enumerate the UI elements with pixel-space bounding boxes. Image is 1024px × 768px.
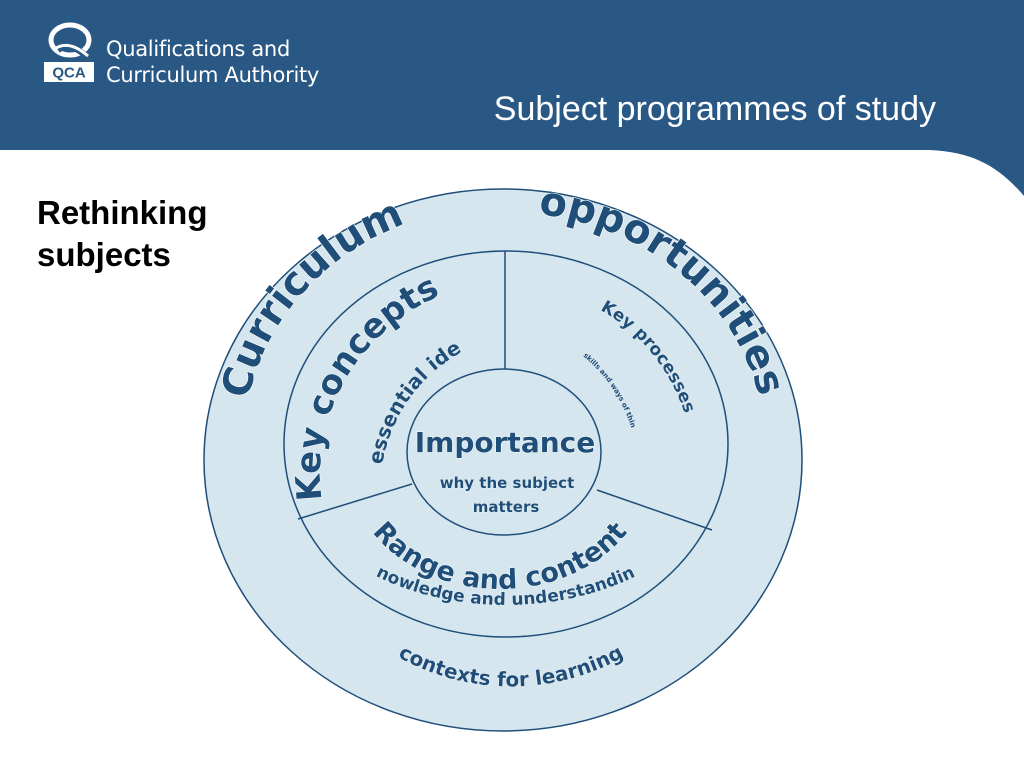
label-why-subject: why the subject [440,474,575,492]
side-heading-line1: Rethinking [37,194,208,231]
divider-right [596,489,713,531]
side-heading: Rethinking subjects [37,192,208,276]
label-matters: matters [473,498,540,516]
label-importance: Importance [415,426,595,459]
header-band [0,0,1024,196]
logo-abbr: QCA [52,65,86,82]
slide-title: Subject programmes of study [493,90,936,128]
side-heading-line2: subjects [37,236,171,273]
org-name-line1: Qualifications and [106,37,290,61]
org-name: Qualifications and Curriculum Authority [106,36,319,88]
qca-logo-icon: QCA [44,22,94,82]
divider-left [297,483,413,520]
center-circle [406,368,602,536]
curriculum-diagram: Curriculum opportunities Key concepts es… [200,186,803,732]
org-name-line2: Curriculum Authority [106,63,320,87]
qca-logo: QCA Qualifications and Curriculum Author… [44,22,334,92]
